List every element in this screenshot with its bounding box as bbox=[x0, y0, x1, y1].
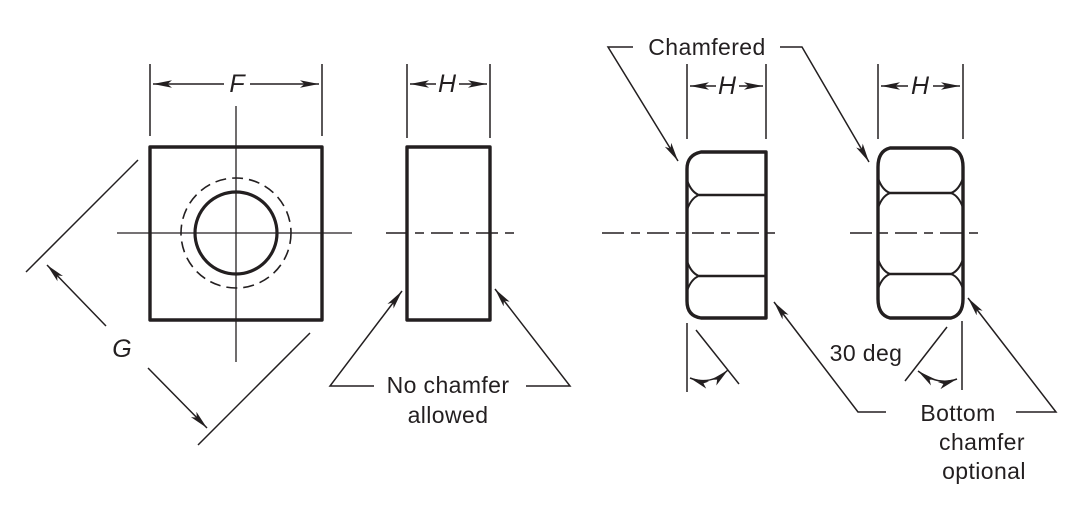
dim-label-F: F bbox=[229, 70, 246, 98]
hex-nut-outline bbox=[685, 150, 768, 320]
bottom-chamfer-text-line3: optional bbox=[942, 458, 1026, 484]
side-view-outline bbox=[405, 145, 492, 322]
leader-line bbox=[494, 288, 572, 387]
dim-H-hex1: H bbox=[686, 64, 767, 139]
angle-arc-arrow bbox=[917, 370, 958, 390]
hex-nut-single-chamfer-view bbox=[602, 150, 780, 320]
chamfer-arc bbox=[950, 192, 964, 209]
angle-30deg-label: 30 deg bbox=[830, 340, 903, 366]
note-bottom-chamfer: Bottom chamfer optional bbox=[773, 297, 1058, 484]
leader-line bbox=[780, 46, 870, 163]
chamfer-arc bbox=[686, 275, 700, 292]
note-chamfered: Chamfered bbox=[606, 34, 870, 163]
chamfer-arc bbox=[877, 192, 891, 209]
chamfered-text: Chamfered bbox=[648, 34, 765, 60]
angle-30deg-hex1 bbox=[686, 323, 740, 392]
extension-line bbox=[25, 159, 139, 273]
chamfer-arc bbox=[950, 177, 964, 194]
square-nut-side-view bbox=[386, 145, 514, 322]
extension-line bbox=[197, 332, 311, 446]
chamfer-arc bbox=[686, 194, 700, 211]
dim-H-side-view: H bbox=[406, 64, 491, 138]
leader-line bbox=[328, 290, 403, 387]
hex-nut-outline bbox=[876, 146, 965, 320]
chamfer-arc bbox=[950, 258, 964, 275]
dim-H-hex2: H bbox=[877, 64, 964, 139]
square-nut-face-view bbox=[117, 106, 352, 362]
chamfer-arc bbox=[877, 258, 891, 275]
bottom-chamfer-text-line1: Bottom bbox=[920, 400, 995, 426]
chamfer-arc bbox=[950, 273, 964, 290]
no-chamfer-text-line2: allowed bbox=[408, 402, 489, 428]
chamfer-angle-line bbox=[904, 326, 948, 382]
dimension-arrow bbox=[46, 264, 107, 327]
dim-label-H: H bbox=[718, 72, 737, 100]
dim-label-H: H bbox=[438, 70, 457, 98]
leader-line bbox=[967, 297, 1058, 413]
chamfer-arc bbox=[877, 177, 891, 194]
dim-label-G: G bbox=[112, 335, 131, 363]
dim-G: G bbox=[25, 159, 311, 446]
chamfer-arc bbox=[686, 260, 700, 277]
chamfer-angle-line bbox=[695, 329, 740, 385]
angle-30deg-hex2: 30 deg bbox=[830, 321, 963, 390]
leader-line bbox=[606, 46, 679, 162]
chamfer-arc bbox=[877, 273, 891, 290]
hex-nut-double-chamfer-view bbox=[850, 146, 982, 320]
dimension-arrow bbox=[147, 367, 208, 429]
no-chamfer-text-line1: No chamfer bbox=[387, 372, 510, 398]
dim-F: F bbox=[149, 64, 323, 136]
bottom-chamfer-text-line2: chamfer bbox=[939, 429, 1025, 455]
note-no-chamfer: No chamfer allowed bbox=[328, 288, 572, 428]
chamfer-arc bbox=[686, 179, 700, 196]
angle-arc-arrow bbox=[689, 369, 729, 389]
leader-line bbox=[773, 301, 886, 413]
dim-label-H: H bbox=[911, 72, 930, 100]
square-nut-outline bbox=[148, 145, 324, 322]
chamfer-circle-dashed bbox=[180, 177, 292, 289]
hole-circle bbox=[193, 190, 279, 276]
